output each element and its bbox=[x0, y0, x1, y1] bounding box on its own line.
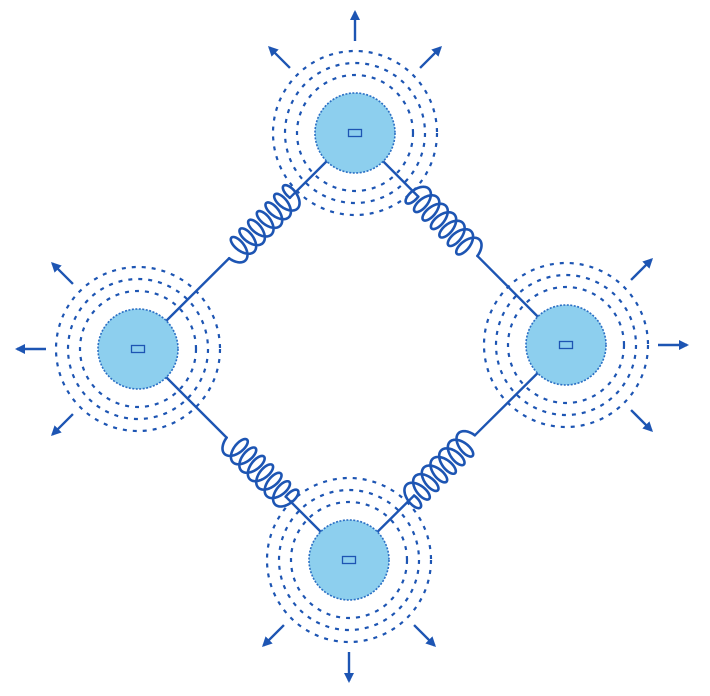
top-wave-ring-1 bbox=[295, 73, 415, 193]
bottom-left-spring-coil bbox=[221, 436, 300, 508]
left-mass-marker bbox=[130, 344, 146, 354]
top-mass-marker bbox=[347, 128, 363, 138]
right-arrow-3 bbox=[630, 409, 653, 432]
left-wave-ring-1 bbox=[78, 289, 198, 409]
right-wave-ring-2 bbox=[494, 273, 638, 417]
top-mass bbox=[314, 92, 396, 174]
right-wave-ring-1 bbox=[506, 285, 626, 405]
arrows-layer bbox=[14, 9, 690, 684]
top-wave-ring-2 bbox=[283, 61, 427, 205]
bottom-arrow-2 bbox=[413, 624, 436, 647]
bottom-left-line-b bbox=[165, 376, 228, 439]
top-arrow-2 bbox=[419, 46, 442, 69]
right-mass bbox=[525, 304, 607, 386]
top-left-spring-coil bbox=[227, 183, 301, 264]
top-arrow-3 bbox=[268, 46, 291, 69]
top-right-line-b bbox=[476, 254, 539, 318]
left-arrow-2 bbox=[51, 262, 74, 285]
left-arrow-3 bbox=[51, 413, 74, 436]
left-wave-ring-3 bbox=[54, 265, 222, 433]
wave-rings-layer bbox=[54, 49, 650, 644]
bottom-wave-ring-1 bbox=[289, 500, 409, 620]
bottom-mass-marker bbox=[341, 555, 357, 565]
left-wave-ring-2 bbox=[66, 277, 210, 421]
bottom-arrow-3 bbox=[262, 624, 285, 647]
right-wave-ring-3 bbox=[482, 261, 650, 429]
right-mass-marker bbox=[558, 340, 574, 350]
top-right-spring-coil bbox=[404, 185, 483, 258]
bottom-mass bbox=[308, 519, 390, 601]
masses-layer bbox=[97, 92, 607, 601]
bottom-right-spring-coil bbox=[403, 429, 477, 510]
right-arrow-2 bbox=[630, 258, 653, 281]
top-wave-ring-3 bbox=[271, 49, 439, 217]
left-mass bbox=[97, 308, 179, 390]
bottom-wave-ring-3 bbox=[265, 476, 433, 644]
connector-lines-layer bbox=[165, 160, 539, 534]
bottom-wave-ring-2 bbox=[277, 488, 421, 632]
top-left-line-b bbox=[165, 257, 231, 322]
springs-layer bbox=[221, 183, 483, 510]
bottom-right-line-b bbox=[473, 371, 539, 437]
